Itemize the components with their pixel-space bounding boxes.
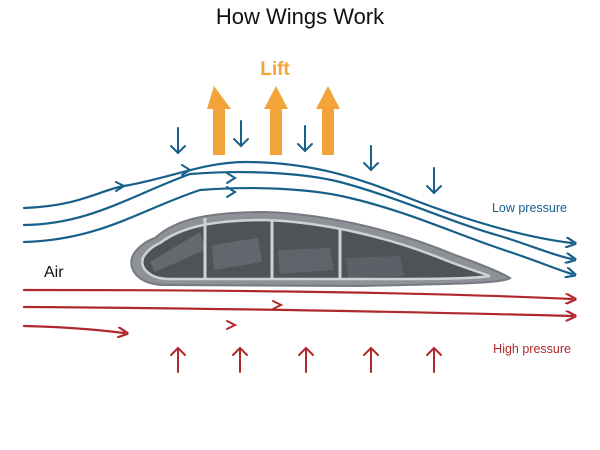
flow-arrow-4-icon — [226, 186, 237, 198]
low-pressure-label: Low pressure — [492, 201, 567, 215]
down-arrow-1-icon — [170, 127, 186, 155]
wing-panel-highlight-1 — [150, 232, 205, 272]
down-arrow-3-icon — [297, 125, 313, 153]
up-arrow-2-icon — [232, 346, 248, 373]
down-arrow-5-icon — [426, 167, 442, 195]
lower-streamline-3-flow-icon — [22, 324, 124, 333]
wing-panel-highlight-3 — [278, 248, 334, 274]
up-arrow-1-icon — [170, 346, 186, 373]
up-arrow-5-icon — [426, 346, 442, 373]
up-arrow-4-icon — [363, 346, 379, 373]
lower-flow-chevrons — [226, 300, 284, 330]
lower-streamline-2-flow-icon — [22, 305, 572, 316]
diagram-title: How Wings Work — [216, 4, 385, 29]
lower-airflow — [22, 288, 572, 333]
upper-airflow — [22, 160, 572, 274]
low-pressure-arrows — [170, 120, 442, 195]
flow-arrow-2-icon — [181, 164, 192, 176]
flow-arrow-6-icon — [272, 300, 284, 310]
up-arrow-3-icon — [298, 346, 314, 373]
lift-arrow-2-icon — [264, 86, 288, 155]
flow-arrow-1-icon — [115, 181, 127, 192]
wing-panel-highlight-2 — [212, 238, 262, 270]
wing-ribs — [203, 218, 342, 280]
wing-cross-section — [130, 210, 512, 288]
upper-streamline-2-flow-icon — [22, 170, 572, 259]
upper-streamline-1-flow-icon — [122, 160, 572, 243]
wing-panel-highlight-4 — [346, 256, 404, 278]
lift-arrow-3-icon — [316, 86, 340, 155]
high-pressure-arrows — [170, 346, 442, 373]
air-label: Air — [44, 264, 64, 281]
wing-frame — [141, 218, 491, 281]
down-arrow-4-icon — [363, 145, 379, 172]
lift-label: Lift — [260, 59, 290, 80]
lower-streamline-1-flow-icon — [22, 288, 572, 299]
high-pressure-label: High pressure — [493, 342, 571, 356]
lift-arrows — [207, 86, 340, 155]
upper-flow-chevrons — [115, 164, 237, 198]
flow-arrow-3-icon — [226, 172, 237, 184]
lift-arrow-1-icon — [207, 86, 231, 155]
down-arrow-2-icon — [233, 120, 249, 148]
upper-streamline-3-flow-icon — [22, 186, 572, 274]
upper-streamline-1 — [22, 184, 126, 210]
flow-arrow-5-icon — [226, 320, 238, 330]
